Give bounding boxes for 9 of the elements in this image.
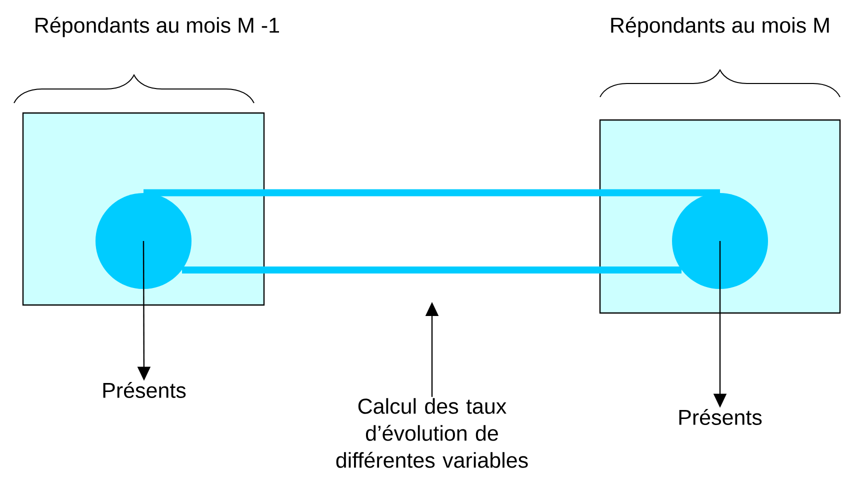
text-label: Présents bbox=[103, 382, 186, 398]
heading: Répondants au mois M -1 bbox=[36, 16, 279, 38]
circle bbox=[96, 193, 192, 289]
text-label: Présents bbox=[679, 408, 762, 426]
circle bbox=[672, 193, 768, 289]
band-line bbox=[144, 189, 720, 196]
heading: Répondants au mois M bbox=[611, 16, 829, 38]
band-line bbox=[182, 266, 682, 274]
text-label: Calcul des taux d’évolution de différentes variables bbox=[336, 398, 528, 468]
